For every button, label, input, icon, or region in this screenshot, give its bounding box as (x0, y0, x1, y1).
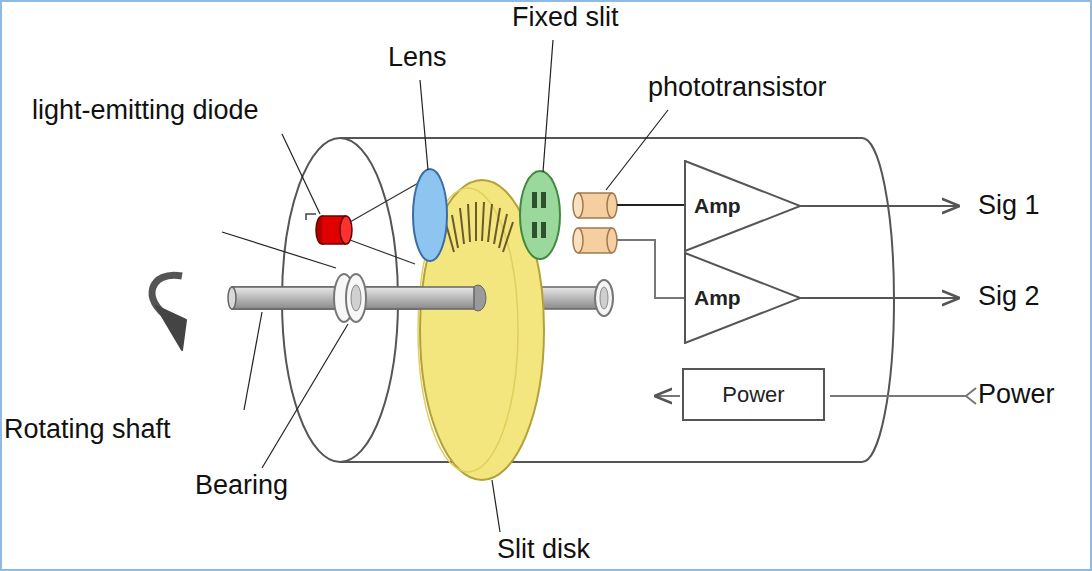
lens (413, 169, 447, 261)
light-ray (350, 182, 420, 222)
part-label: Slit disk (497, 534, 590, 565)
phototransistor (573, 228, 617, 253)
bearing-ring (595, 280, 613, 316)
signal-name: Sig 2 (978, 281, 1040, 312)
power-arrowhead (966, 388, 976, 404)
amp-label: Amp (694, 286, 741, 310)
signal-arrow (786, 297, 958, 299)
part-label: Lens (388, 42, 447, 73)
shaft (232, 287, 607, 309)
bearing-ring (351, 285, 361, 311)
fixed-slit-windows (532, 192, 546, 238)
led-lead (306, 214, 316, 220)
leader-line (222, 40, 668, 532)
phototransistor (573, 193, 617, 218)
bearing-ring (346, 274, 366, 322)
signal-wire (617, 204, 684, 206)
signal-arrow (786, 205, 958, 207)
power-label: Power (978, 379, 1055, 410)
part-label: Fixed slit (512, 2, 619, 33)
box-outline (683, 369, 824, 420)
signal-name: Sig 1 (978, 190, 1040, 221)
power-box: Power (682, 368, 825, 421)
part-label: light-emitting diode (32, 95, 259, 126)
bearing-ring (600, 287, 608, 309)
amplifier-triangle: Amp (684, 252, 801, 344)
disk-slits (446, 202, 513, 252)
part-label: phototransistor (648, 72, 827, 103)
box-label: Power (722, 382, 784, 408)
power-arrow (830, 395, 966, 397)
amp-label: Amp (694, 194, 741, 218)
amplifier-symbol (685, 161, 800, 251)
signal-wire (617, 240, 684, 298)
part-label: Rotating shaft (4, 414, 171, 445)
amplifier-triangle: Amp (684, 160, 801, 252)
rotation-arrowhead (156, 306, 186, 350)
power-arrow (656, 395, 680, 397)
light-ray (350, 240, 415, 264)
shaft-end (228, 287, 236, 309)
fixed-slit (520, 171, 560, 259)
amplifier-symbol (685, 253, 800, 343)
part-label: Bearing (195, 470, 288, 501)
